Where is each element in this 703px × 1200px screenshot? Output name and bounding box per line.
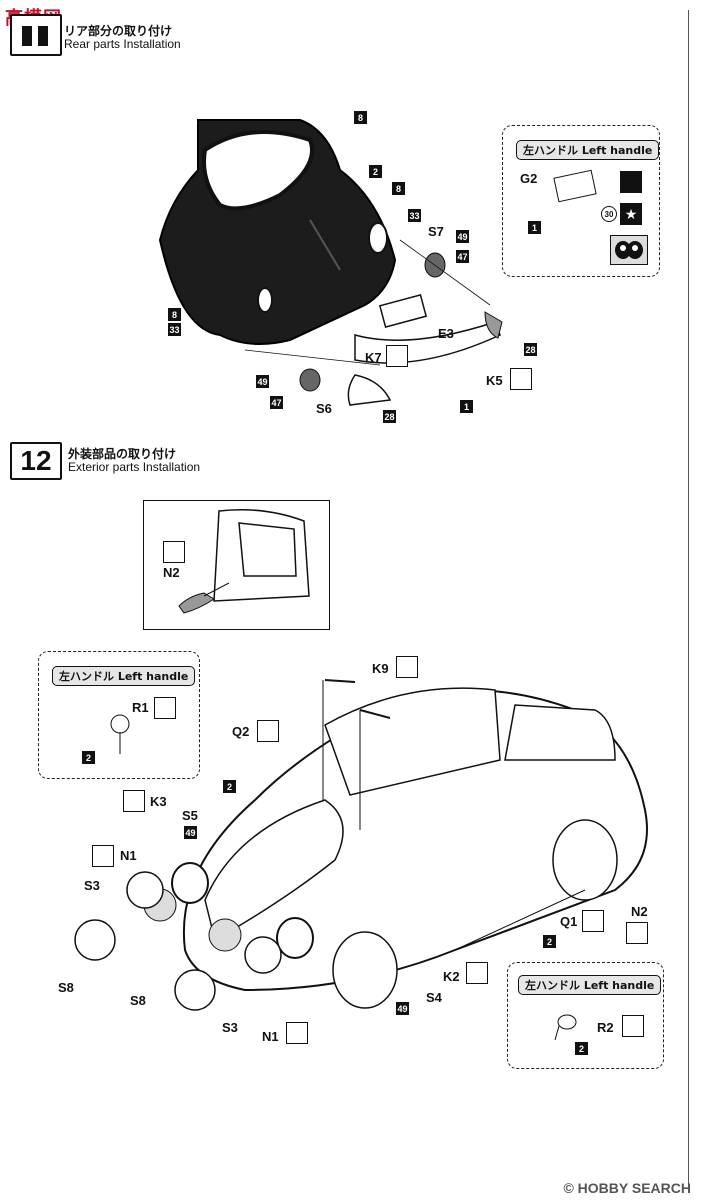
paint-callout-49: 49 <box>396 1002 409 1015</box>
part-label-s6: S6 <box>316 401 332 416</box>
step-11-badge <box>10 14 62 56</box>
part-label-e3: E3 <box>438 326 454 341</box>
paint-callout-30: 30 <box>601 206 617 222</box>
paint-callout-28: 28 <box>524 343 537 356</box>
star-icon: ★ <box>620 203 642 225</box>
paint-callout-49: 49 <box>256 375 269 388</box>
door-detail-illustration <box>178 509 310 614</box>
part-label-n2: N2 <box>163 565 180 580</box>
part-callout-8: 8 <box>168 308 181 321</box>
part-callout-2: 2 <box>369 165 382 178</box>
part-callout-1: 1 <box>528 221 541 234</box>
side-mirror-icon <box>110 714 130 754</box>
part-label-s8: S8 <box>130 993 146 1008</box>
part-callout-33: 33 <box>168 323 181 336</box>
part-label-k9: K9 <box>372 661 389 676</box>
car-body-illustration <box>74 679 648 1011</box>
paint-callout-47: 47 <box>270 396 283 409</box>
glue-icon <box>622 1015 644 1037</box>
part-label-s7: S7 <box>428 224 444 239</box>
paint-callout-49: 49 <box>456 230 469 243</box>
part-callout-8: 8 <box>354 111 367 124</box>
part-label-g2: G2 <box>520 171 538 186</box>
part-callout-2: 2 <box>82 751 95 764</box>
glue-icon <box>396 656 418 678</box>
paint-callout-47: 47 <box>456 250 469 263</box>
part-label-k2: K2 <box>443 969 460 984</box>
part-label-q1: Q1 <box>560 914 578 929</box>
paint-callout-28: 28 <box>383 410 396 423</box>
glue-icon <box>386 345 408 367</box>
part-label-n1: N1 <box>120 848 137 863</box>
part-label-k5: K5 <box>486 373 503 388</box>
part-label-s3: S3 <box>222 1020 238 1035</box>
glue-icon <box>123 790 145 812</box>
glue-icon <box>286 1022 308 1044</box>
left-handle-label: 左ハンドル Left handle <box>516 140 660 160</box>
glue-icon <box>466 962 488 984</box>
mooneyes-decal-icon <box>610 235 648 265</box>
part-callout-2: 2 <box>223 780 236 793</box>
step-12-title-en: Exterior parts Installation <box>68 460 201 474</box>
license-plate-icon <box>553 169 597 203</box>
glue-icon <box>163 541 185 563</box>
page-frame-line <box>688 10 689 1185</box>
step-11-title-jp: リア部分の取り付け <box>64 24 173 38</box>
part-label-r1: R1 <box>132 700 149 715</box>
glue-icon <box>626 922 648 944</box>
part-label-s8: S8 <box>58 980 74 995</box>
watermark-hobby-search: © HOBBY SEARCH <box>563 1180 691 1196</box>
decal-icon <box>620 171 642 193</box>
part-callout-2: 2 <box>575 1042 588 1055</box>
glue-icon <box>92 845 114 867</box>
part-callout-2: 2 <box>543 935 556 948</box>
part-label-k3: K3 <box>150 794 167 809</box>
step-12-title-jp: 外装部品の取り付け <box>68 447 177 461</box>
left-handle-label: 左ハンドル Left handle <box>52 666 196 686</box>
part-callout-1: 1 <box>460 400 473 413</box>
part-label-s3: S3 <box>84 878 100 893</box>
door-handle-detail-inset <box>143 500 330 630</box>
part-callout-33: 33 <box>408 209 421 222</box>
glue-icon <box>154 697 176 719</box>
side-mirror-icon <box>554 1014 577 1041</box>
step-number-icon <box>22 26 48 46</box>
part-label-q2: Q2 <box>232 724 250 739</box>
glue-icon <box>582 910 604 932</box>
part-label-n2: N2 <box>631 904 648 919</box>
part-label-k7: K7 <box>365 350 382 365</box>
part-callout-8: 8 <box>392 182 405 195</box>
step-12-badge: 12 <box>10 442 62 480</box>
part-label-s5: S5 <box>182 808 198 823</box>
step-11-title-en: Rear parts Installation <box>64 37 181 51</box>
left-handle-label: 左ハンドル Left handle <box>518 975 662 995</box>
part-label-n1: N1 <box>262 1029 279 1044</box>
part-label-r2: R2 <box>597 1020 614 1035</box>
glue-icon <box>510 368 532 390</box>
part-label-s4: S4 <box>426 990 442 1005</box>
paint-callout-49: 49 <box>184 826 197 839</box>
glue-icon <box>257 720 279 742</box>
